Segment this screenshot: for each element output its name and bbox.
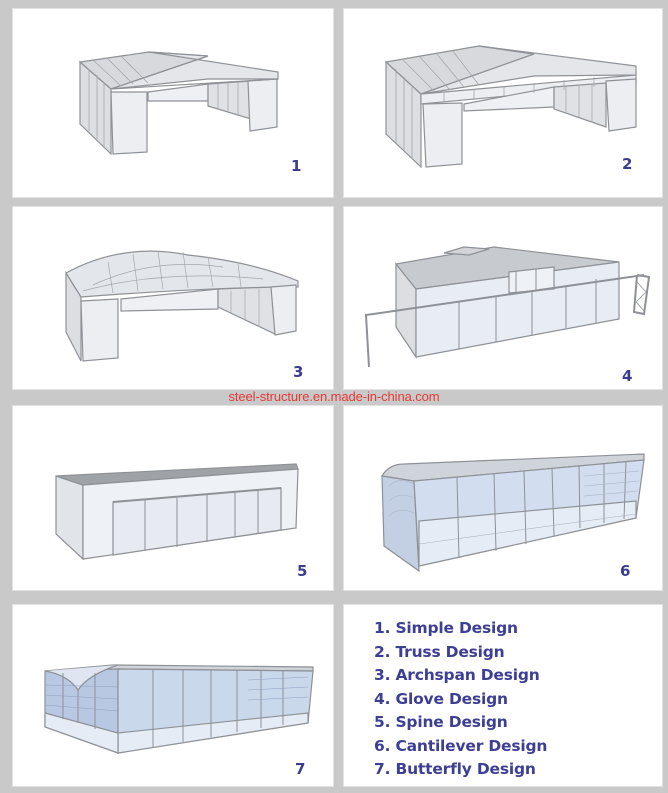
legend-item: 4. Glove Design — [374, 689, 508, 708]
glove-hangar-illustration — [364, 246, 651, 368]
truss-hangar-illustration — [384, 45, 637, 169]
cantilever-hangar-illustration — [381, 453, 645, 573]
panel-cantilever-design: 6 — [343, 405, 663, 591]
panel-simple-design: 1 — [12, 8, 334, 198]
panel-spine-design: 5 — [12, 405, 334, 591]
panel-number-label: 4 — [622, 367, 633, 385]
panel-number-label: 3 — [293, 363, 304, 381]
panel-number-label: 1 — [291, 157, 302, 175]
panel-number-label: 6 — [620, 562, 631, 580]
design-legend-list: 1. Simple Design 2. Truss Design 3. Arch… — [374, 617, 547, 782]
panel-number-label: 5 — [297, 562, 308, 580]
legend-panel: 1. Simple Design 2. Truss Design 3. Arch… — [343, 604, 663, 787]
panel-number-label: 2 — [622, 155, 633, 173]
panel-truss-design: 2 — [343, 8, 663, 198]
legend-item: 5. Spine Design — [374, 713, 508, 731]
watermark-text: steel-structure.en.made-in-china.com — [228, 389, 440, 404]
panel-number-label: 7 — [295, 760, 306, 778]
legend-item: 6. Cantilever Design — [374, 736, 548, 755]
panel-archspan-design: 3 — [12, 206, 334, 390]
panel-glove-design: 4 — [343, 206, 663, 390]
spine-hangar-illustration — [55, 463, 299, 561]
legend-item: 7. Butterfly Design — [374, 760, 536, 778]
legend-item: 3. Archspan Design — [374, 666, 540, 684]
panel-butterfly-design: 7 — [12, 604, 334, 787]
simple-hangar-illustration — [78, 51, 279, 156]
archspan-hangar-illustration — [65, 250, 299, 362]
legend-item: 1. Simple Design — [374, 619, 518, 637]
butterfly-hangar-illustration — [44, 664, 314, 754]
legend-item: 2. Truss Design — [374, 642, 505, 661]
